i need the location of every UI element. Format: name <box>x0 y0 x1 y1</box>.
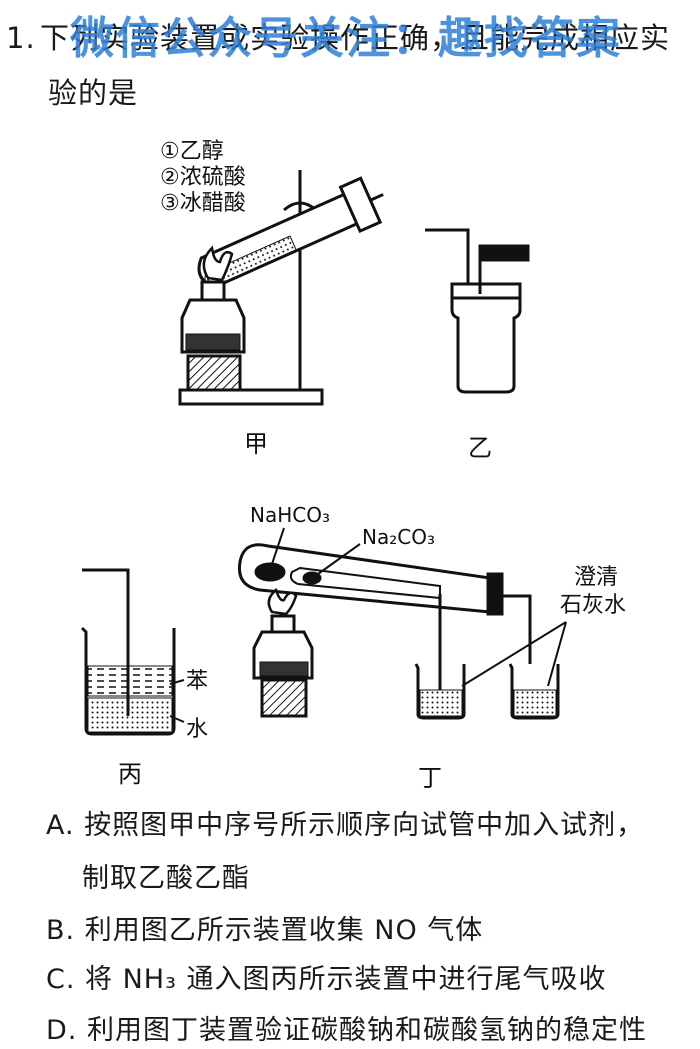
flame-ding <box>267 587 298 616</box>
label-water: 水 <box>186 717 208 742</box>
inner-tube <box>289 566 441 600</box>
figure-ding <box>237 527 567 720</box>
option-a-line1: A. 按照图甲中序号所示顺序向试管中加入试剂， <box>46 810 645 841</box>
label-limewater-1: 澄清 <box>574 565 618 590</box>
lamp-wick-holder-ding <box>270 614 296 634</box>
apparatus-figures: ①乙醇 ②浓硫酸 ③冰醋酸 甲 乙 苯 水 丙 <box>80 139 626 792</box>
question-number: 1. <box>6 21 36 55</box>
caption-bing: 丙 <box>118 760 142 788</box>
caption-yi: 乙 <box>468 434 492 462</box>
caption-ding: 丁 <box>418 764 442 792</box>
reagent-3: ③冰醋酸 <box>160 191 246 216</box>
tube-short <box>478 244 530 262</box>
label-nahco3: NaHCO₃ <box>250 503 330 527</box>
water-layer <box>87 697 173 733</box>
option-a-line2: 制取乙酸乙酯 <box>82 863 250 894</box>
stopper-right <box>486 572 504 616</box>
watermark-text: 微信公众号关注：趣找答案 <box>70 13 622 64</box>
wood-block-ding <box>260 678 308 718</box>
gas-bottle <box>450 294 522 394</box>
lamp-liquid <box>185 333 241 351</box>
benzene-layer <box>87 665 173 697</box>
reagent-2: ②浓硫酸 <box>160 165 246 190</box>
figure-jia <box>178 170 384 406</box>
label-na2co3: Na₂CO₃ <box>362 525 435 549</box>
question-stem-line1: 下列实验装置或实验操作正确，且能完成相应实 <box>40 21 671 55</box>
figure-bing <box>80 568 185 736</box>
stand-base <box>178 388 324 406</box>
option-c: C. 将 NH₃ 通入图丙所示装置中进行尾气吸收 <box>46 964 607 995</box>
delivery-tube-2 <box>502 594 532 690</box>
question-stem-line2: 验的是 <box>48 76 139 110</box>
flame <box>202 245 234 282</box>
option-d: D. 利用图丁装置验证碳酸钠和碳酸氢钠的稳定性 <box>46 1015 647 1046</box>
option-b: B. 利用图乙所示装置收集 NO 气体 <box>46 915 484 946</box>
caption-jia: 甲 <box>244 430 268 458</box>
bottle-stopper <box>450 282 522 300</box>
reagent-1: ①乙醇 <box>160 139 224 164</box>
label-benzene: 苯 <box>186 669 208 694</box>
nahco3-solid <box>254 562 286 582</box>
tube-long <box>425 228 470 290</box>
na2co3-solid <box>302 571 322 585</box>
lamp-wick-holder <box>200 280 226 302</box>
label-limewater-2: 石灰水 <box>560 593 626 618</box>
wood-block <box>186 354 242 392</box>
figure-yi <box>425 228 530 394</box>
